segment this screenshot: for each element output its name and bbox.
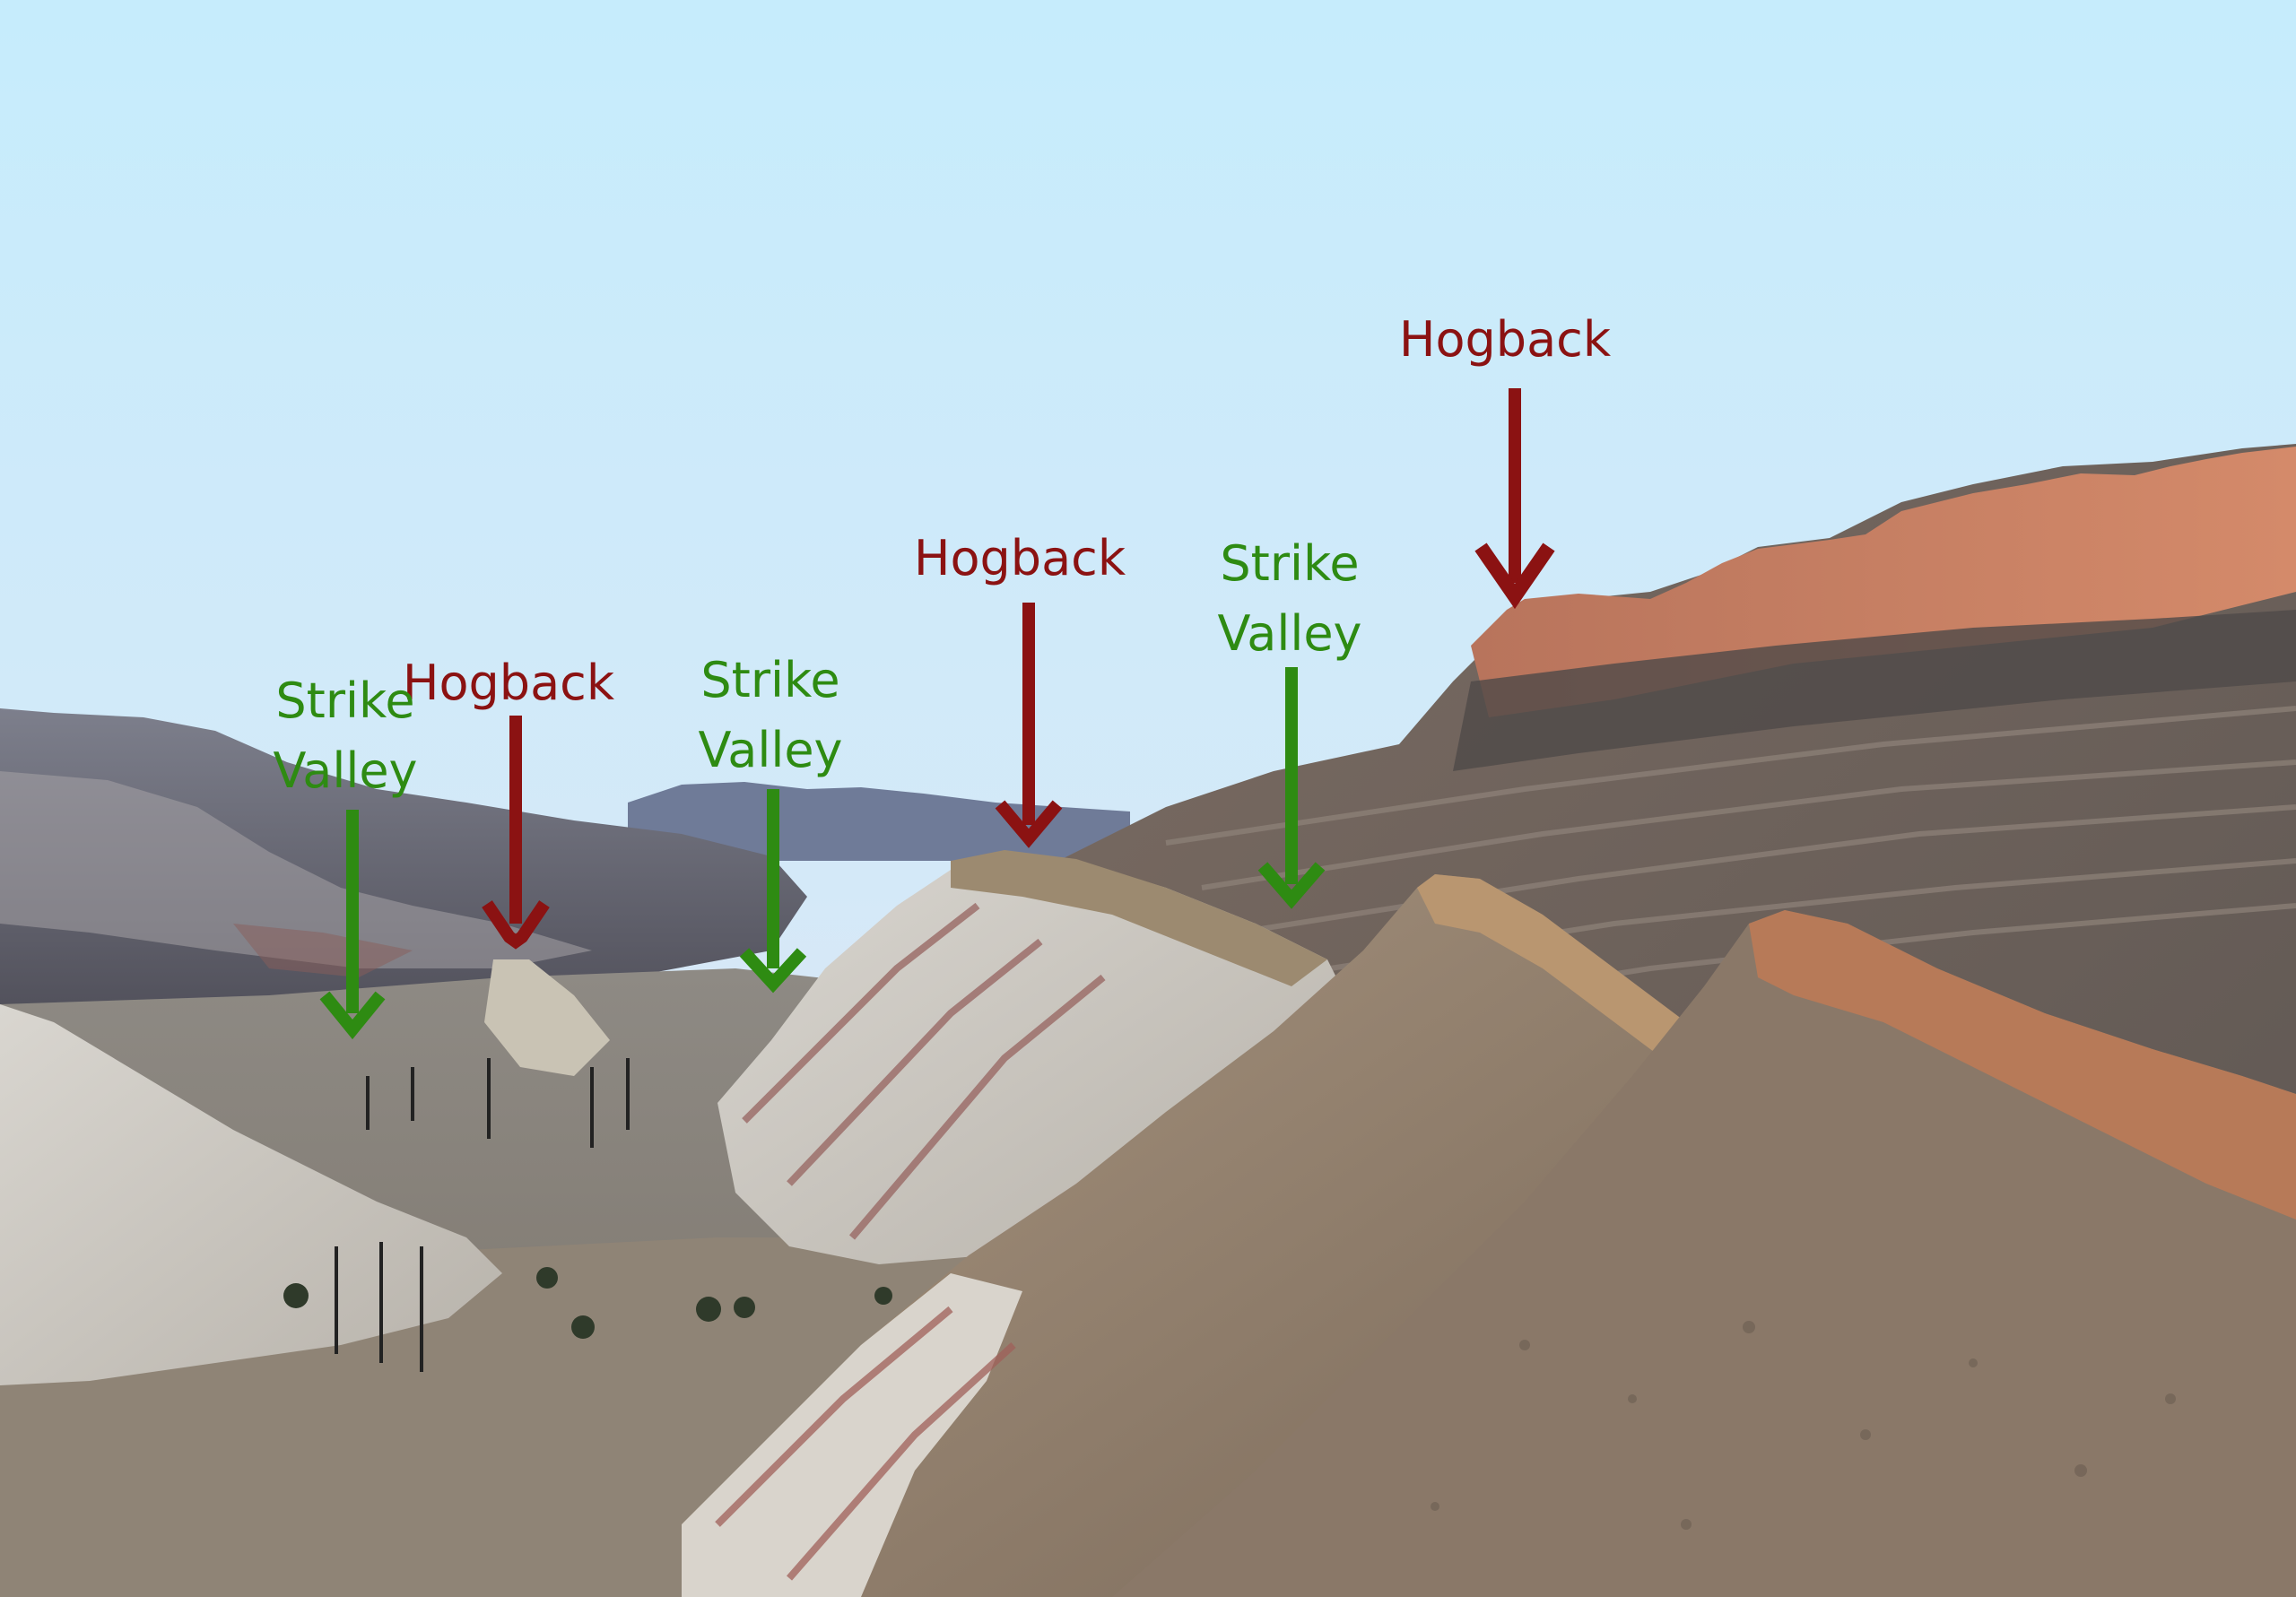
label-line: Strike — [1220, 535, 1360, 592]
label-line: Hogback — [1398, 311, 1612, 368]
label-line: Valley — [273, 742, 418, 799]
label-line: Hogback — [402, 655, 615, 711]
hogback-label-middle: Hogback — [914, 524, 1126, 594]
strike-valley-label-left: Strike Valley — [273, 666, 417, 806]
label-line: Strike — [275, 673, 415, 729]
label-line: Hogback — [913, 530, 1126, 586]
hogback-label-right: Hogback — [1399, 305, 1611, 375]
arrow-strike-valley-2 — [739, 789, 807, 994]
strike-valley-label-middle: Strike Valley — [698, 646, 842, 785]
label-line: Valley — [1217, 605, 1362, 662]
arrow-hogback-2 — [995, 603, 1063, 848]
arrow-strike-valley-1 — [319, 810, 386, 1040]
strike-valley-label-right: Strike Valley — [1217, 529, 1361, 669]
hogback-label-left: Hogback — [403, 648, 614, 718]
label-line: Strike — [700, 652, 840, 708]
label-line: Valley — [698, 722, 843, 778]
arrow-hogback-1 — [482, 716, 550, 950]
arrow-strike-valley-3 — [1257, 667, 1326, 909]
arrow-hogback-3 — [1474, 388, 1555, 610]
